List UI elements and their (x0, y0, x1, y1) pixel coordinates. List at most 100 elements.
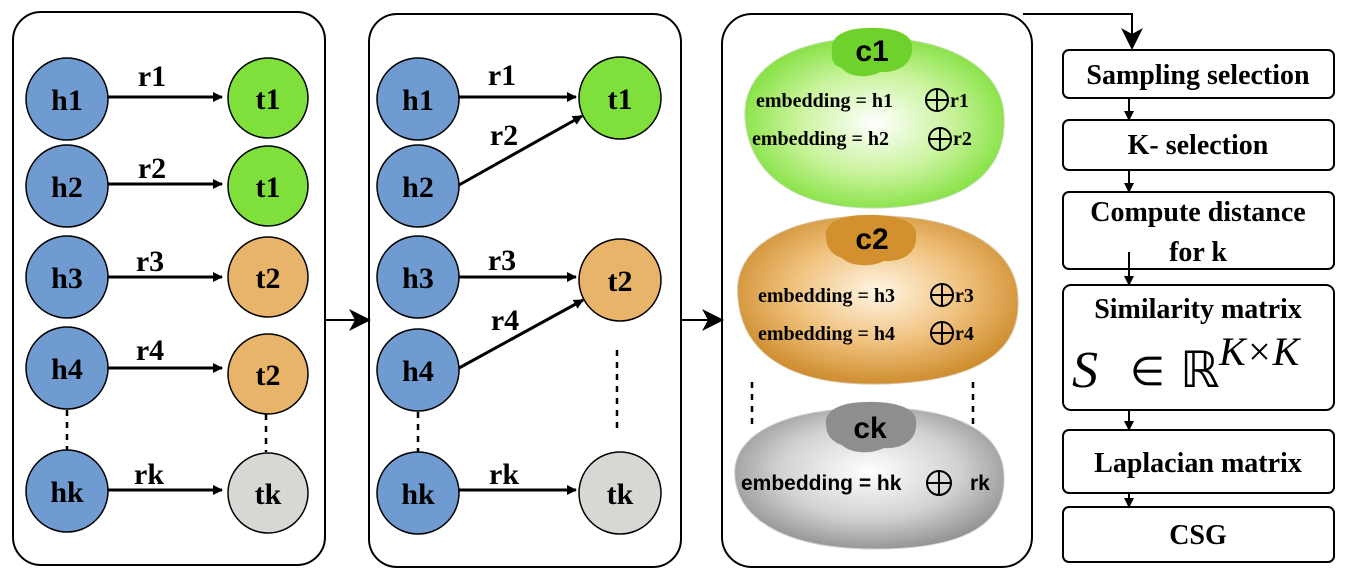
cluster-label: c1 (855, 35, 888, 68)
panel-1: h1 r1 t1 h2 r2 t1 h3 r3 t2 h4 r4 (25, 57, 309, 534)
cluster-c2: c2 embedding = h3 r3 embedding = h4 r4 (737, 214, 1019, 385)
embedding-text: embedding = h3 (758, 285, 895, 307)
triple-row-2: h2 r2 t1 (25, 144, 309, 228)
head-label: h2 (402, 171, 434, 204)
arrow-panel3-to-pipeline (1023, 13, 1143, 50)
head-node-hk (376, 451, 460, 535)
tail-node-tk (578, 451, 662, 535)
cluster-blob (744, 37, 1005, 209)
head-label: h1 (51, 84, 83, 117)
embedding-relation: r1 (950, 90, 969, 112)
step-box-k-selection (1062, 119, 1335, 171)
tail-label: t1 (256, 83, 281, 116)
relation-label: r4 (491, 304, 519, 337)
head-node-h1 (376, 57, 460, 141)
relation-label: rk (489, 458, 519, 491)
edge-h2-t1 (458, 114, 583, 187)
triple-row-1: h1 r1 t1 (25, 57, 309, 141)
tail-node-t2 (578, 238, 662, 322)
relation-label: r3 (488, 244, 516, 277)
formula-set: ℝ (1180, 342, 1220, 398)
relation-label: r1 (138, 60, 166, 93)
step-label-line-2: for k (1169, 237, 1227, 268)
tail-label: tk (607, 478, 634, 511)
panel-3-frame (721, 13, 1033, 568)
head-label: hk (50, 476, 84, 509)
embedding-text: embedding = hk (741, 472, 902, 495)
relation-label: r2 (138, 152, 166, 185)
tail-node (227, 145, 309, 227)
head-label: h1 (402, 84, 434, 117)
direct-sum-icon (926, 470, 952, 496)
pipeline: Sampling selection K- selection Compute … (1062, 49, 1335, 563)
relation-label: r4 (136, 334, 164, 367)
embedding-relation: r2 (953, 128, 972, 150)
edge-h4-t2 (458, 298, 584, 370)
head-label: h4 (51, 353, 83, 386)
step-label: K- selection (1128, 130, 1269, 161)
head-label: h4 (402, 355, 434, 388)
embedding-relation: r4 (955, 323, 974, 345)
direct-sum-icon (930, 283, 954, 307)
direct-sum-icon (925, 88, 949, 112)
step-box-laplacian-matrix (1062, 429, 1335, 494)
tail-node (227, 236, 309, 318)
head-node (25, 144, 109, 228)
head-label: h2 (51, 171, 83, 204)
step-label-line-1: Compute distance (1090, 197, 1305, 228)
embedding-text: embedding = h4 (758, 323, 895, 345)
tail-node (227, 333, 309, 415)
cluster-label: ck (853, 412, 887, 445)
cluster-label: c2 (855, 223, 888, 256)
cluster-label-badge (825, 401, 917, 453)
panel-2-frame (368, 13, 682, 568)
cluster-label-badge (825, 214, 917, 266)
tail-label: t2 (256, 262, 281, 295)
cluster-blob (734, 407, 1005, 550)
step-box-similarity-matrix (1062, 284, 1335, 411)
head-label: hk (401, 478, 435, 511)
panel-2: r1 r2 r3 r4 rk h1 h2 h3 h4 hk t1 t2 tk (376, 56, 662, 535)
head-node (25, 57, 109, 141)
step-box-csg (1062, 506, 1335, 563)
head-node-h2 (376, 144, 460, 228)
cluster-ck: ck embedding = hk rk (734, 401, 1005, 550)
tail-node (227, 57, 309, 139)
tail-label: t1 (608, 83, 633, 116)
cluster-label-badge (831, 27, 913, 77)
step-label: Similarity matrix (1094, 294, 1302, 325)
triple-row-4: h4 r4 t2 (25, 326, 309, 415)
formula-operator: ∈ (1130, 349, 1165, 394)
step-label: Laplacian matrix (1094, 448, 1302, 479)
formula-lhs: S (1072, 342, 1098, 399)
relation-label: rk (134, 458, 164, 491)
relation-label: r3 (136, 245, 164, 278)
tail-label: t2 (256, 359, 281, 392)
formula-exponent: K×K (1218, 329, 1302, 374)
embedding-relation: r3 (955, 285, 974, 307)
relation-label: r1 (488, 59, 516, 92)
cluster-c1: c1 embedding = h1 r1 embedding = h2 r2 (744, 27, 1005, 209)
direct-sum-icon (928, 127, 952, 151)
tail-label: t2 (608, 265, 633, 298)
tail-label: tk (255, 478, 282, 511)
similarity-formula: S ∈ ℝ K×K (1072, 329, 1302, 399)
step-box-compute-distance (1062, 191, 1335, 270)
tail-label: t1 (256, 171, 281, 204)
tail-node-t1 (578, 56, 662, 140)
embedding-text: embedding = h1 (756, 90, 893, 112)
head-label: h3 (51, 262, 83, 295)
step-label: CSG (1169, 520, 1227, 551)
triple-row-3: h3 r3 t2 (25, 235, 309, 319)
head-label: h3 (402, 262, 434, 295)
embedding-text: embedding = h2 (752, 128, 889, 150)
panel-1-frame (12, 11, 326, 566)
panel-3: c1 embedding = h1 r1 embedding = h2 r2 c… (734, 27, 1019, 550)
triple-row-k: hk rk tk (25, 449, 309, 534)
step-label: Sampling selection (1086, 60, 1310, 91)
direct-sum-icon (930, 321, 954, 345)
step-box-sampling-selection (1062, 49, 1335, 99)
head-node-h3 (376, 235, 460, 319)
relation-label: r2 (490, 119, 518, 152)
